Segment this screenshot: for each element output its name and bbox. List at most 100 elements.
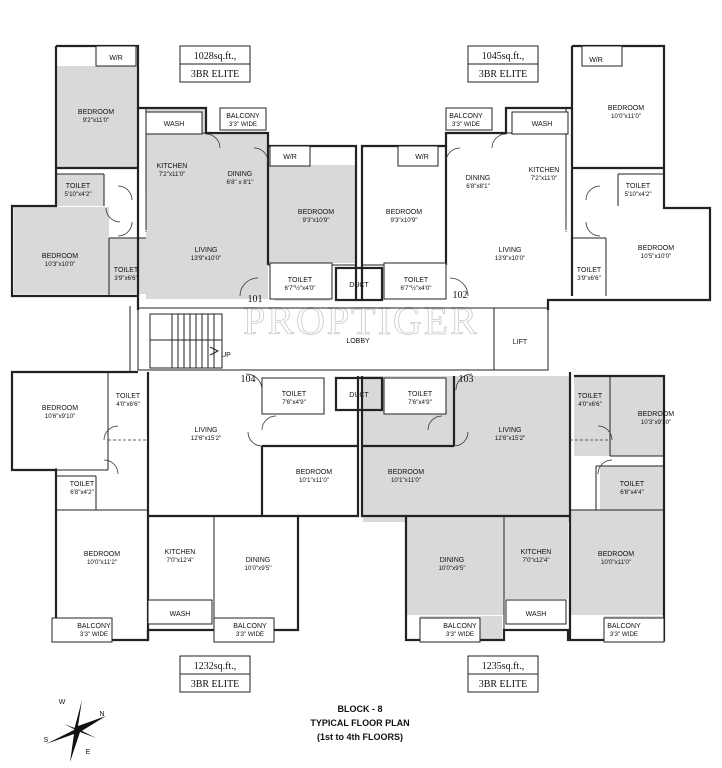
room-label: BALCONY	[233, 623, 267, 630]
room-dim: 12'6"x15'2"	[191, 435, 222, 442]
room-label: TOILET	[66, 183, 91, 190]
room-dim: 6'8"x4'4"	[620, 489, 644, 496]
unit-101-labels: W/R BEDROOM 9'2"x11'0" WASH BALCONY 3'3"…	[42, 55, 334, 292]
room-dim: 10'0"x11'0"	[611, 113, 641, 120]
room-dim: 10'3"x10'0"	[45, 261, 76, 268]
room-label: W/R	[109, 55, 123, 62]
room-label: WASH	[526, 611, 547, 618]
room-label: TOILET	[288, 277, 313, 284]
compass-e: E	[86, 749, 91, 756]
lobby-label: LOBBY	[346, 338, 370, 345]
room-label: BEDROOM	[84, 551, 120, 558]
unit-104	[10, 370, 360, 643]
room-label: DINING	[246, 557, 271, 564]
room-label: BALCONY	[607, 623, 641, 630]
room-dim: 13'9"x10'0"	[495, 255, 526, 262]
room-dim: 6'7"½"x4'0"	[285, 285, 316, 292]
room-dim: 10'1"x11'0"	[299, 477, 329, 484]
room-label: DINING	[440, 557, 465, 564]
room-label: BEDROOM	[608, 105, 644, 112]
room-label: BEDROOM	[598, 551, 634, 558]
unit-103-area: 1235sq.ft.,	[482, 661, 525, 672]
room-label: W/R	[589, 57, 603, 64]
room-label: KITCHEN	[529, 167, 560, 174]
unit-104-number: 104	[241, 374, 256, 385]
room-label: BEDROOM	[42, 405, 78, 412]
room-dim: 6'8"x4'2"	[70, 489, 94, 496]
room-label: W/R	[415, 154, 429, 161]
room-label: BEDROOM	[638, 411, 674, 418]
room-dim: 6'8"x8'1"	[466, 183, 490, 190]
unit-104-labels: BEDROOM 10'6"x9'10" TOILET 4'0"x6'6" LIV…	[42, 391, 332, 638]
plan-title-block: BLOCK - 8	[338, 704, 383, 714]
room-dim: 7'2"x11'0"	[159, 171, 186, 178]
room-dim: 3'9"x6'6"	[114, 275, 138, 282]
room-label: WASH	[532, 121, 553, 128]
room-label: TOILET	[282, 391, 307, 398]
room-dim: 10'3"x9'10"	[641, 419, 672, 426]
unit-101	[10, 44, 358, 310]
room-label: TOILET	[620, 481, 645, 488]
duct-label-top: DUCT	[349, 282, 369, 289]
room-dim: 5'10"x4'2"	[64, 191, 91, 198]
room-label: BEDROOM	[78, 109, 114, 116]
unit-104-area: 1232sq.ft.,	[194, 661, 237, 672]
room-label: LIVING	[195, 427, 218, 434]
room-label: KITCHEN	[165, 549, 196, 556]
room-label: BALCONY	[443, 623, 477, 630]
room-label: DINING	[466, 175, 491, 182]
plan-title: TYPICAL FLOOR PLAN	[310, 718, 409, 728]
room-dim: 12'6"x15'2"	[495, 435, 526, 442]
room-label: TOILET	[116, 393, 141, 400]
room-label: BEDROOM	[298, 209, 334, 216]
room-dim: 10'0"x11'2"	[87, 559, 117, 566]
room-label: BEDROOM	[388, 469, 424, 476]
room-label: BALCONY	[449, 113, 483, 120]
compass-w: W	[59, 699, 66, 706]
unit-103-type: 3BR ELITE	[479, 679, 528, 690]
room-label: W/R	[283, 154, 297, 161]
room-label: KITCHEN	[157, 163, 188, 170]
room-label: LIVING	[195, 247, 218, 254]
room-dim: 7'0"x12'4"	[166, 557, 193, 564]
room-dim: 4'0"x6'6"	[578, 401, 602, 408]
room-label: LIVING	[499, 427, 522, 434]
room-label: BEDROOM	[386, 209, 422, 216]
plan-subtitle: (1st to 4th FLOORS)	[317, 732, 403, 742]
unit-103-number: 103	[459, 374, 474, 385]
room-label: TOILET	[626, 183, 651, 190]
room-dim: 9'2"x11'0"	[83, 117, 110, 124]
room-dim: 3'9"x6'6"	[577, 275, 601, 282]
room-dim: 5'10"x4'2"	[624, 191, 651, 198]
compass-s: S	[44, 737, 49, 744]
room-dim: 10'0"x9'5"	[244, 565, 271, 572]
room-dim: 13'9"x10'0"	[191, 255, 222, 262]
room-dim: 9'3"x10'9"	[390, 217, 417, 224]
room-label: LIVING	[499, 247, 522, 254]
room-label: KITCHEN	[521, 549, 552, 556]
core: UP LOBBY LIFT DUCT DUCT	[129, 266, 549, 412]
stair-up-label: UP	[221, 352, 231, 359]
room-label: TOILET	[578, 393, 603, 400]
unit-101-number: 101	[248, 294, 263, 305]
room-dim: 9'3"x10'9"	[302, 217, 329, 224]
room-label: BEDROOM	[638, 245, 674, 252]
room-label: DINING	[228, 171, 253, 178]
room-dim: 10'0"x11'0"	[601, 559, 631, 566]
unit-102-area: 1045sq.ft.,	[482, 51, 525, 62]
unit-102-labels: W/R BALCONY 3'3" WIDE WASH BEDROOM 10'0"…	[386, 57, 674, 292]
room-dim: 3'3" WIDE	[229, 121, 257, 128]
room-dim: 3'3" WIDE	[236, 631, 264, 638]
room-label: TOILET	[70, 481, 95, 488]
room-dim: 6'7"½"x4'0"	[401, 285, 432, 292]
unit-info-boxes: 1028sq.ft., 3BR ELITE 1045sq.ft., 3BR EL…	[179, 45, 539, 693]
room-dim: 6'8" x 8'1"	[226, 179, 253, 186]
room-label: TOILET	[408, 391, 433, 398]
unit-102-number: 102	[453, 290, 468, 301]
room-dim: 4'0"x6'6"	[116, 401, 140, 408]
room-label: BALCONY	[77, 623, 111, 630]
watermark: PROPTIGER	[243, 298, 479, 343]
room-dim: 7'0"x12'4"	[522, 557, 549, 564]
unit-103-labels: TOILET 7'6"x4'9" LIVING 12'6"x15'2" TOIL…	[388, 391, 674, 638]
lift-label: LIFT	[513, 339, 528, 346]
